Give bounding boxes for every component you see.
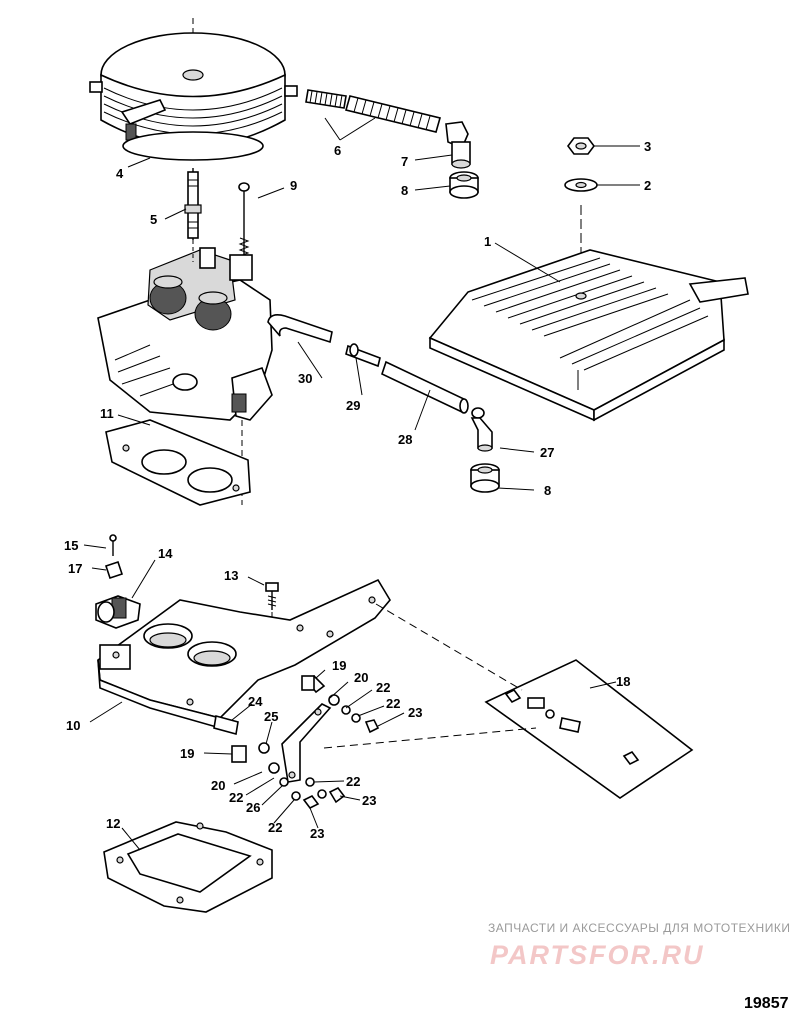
- callout-30: 30: [298, 371, 312, 386]
- callout-23-c: 23: [310, 826, 324, 841]
- sensor-assembly: [95, 534, 141, 629]
- callout-22-a: 22: [376, 680, 390, 695]
- callout-8-lower: 8: [544, 483, 551, 498]
- callout-27: 27: [540, 445, 554, 460]
- flame-arrestor-cover: [428, 249, 749, 422]
- callout-19-upper: 19: [332, 658, 346, 673]
- callout-13: 13: [224, 568, 238, 583]
- callout-19-lower: 19: [180, 746, 194, 761]
- callout-14: 14: [158, 546, 173, 561]
- grommet-upper: [449, 171, 479, 199]
- callout-12: 12: [106, 816, 120, 831]
- callout-labels: 1 2 3 4 5 6 7 8 8 9 10 11 12 13 14 15 17…: [64, 139, 651, 841]
- gasket-lower: [103, 821, 273, 913]
- callout-11: 11: [100, 406, 114, 421]
- callout-22-d: 22: [229, 790, 243, 805]
- callout-2: 2: [644, 178, 651, 193]
- callout-1: 1: [484, 234, 491, 249]
- screw-spring: [238, 182, 250, 262]
- linkage-assembly: [213, 675, 380, 810]
- callout-5: 5: [150, 212, 157, 227]
- figure-number: 19857: [744, 995, 789, 1012]
- callout-22-c: 22: [346, 774, 360, 789]
- callout-7: 7: [401, 154, 408, 169]
- adapter-plate: [97, 578, 391, 730]
- callout-24: 24: [248, 694, 263, 709]
- stud: [184, 168, 202, 240]
- callout-4: 4: [116, 166, 124, 181]
- leader-lines: [83, 117, 640, 851]
- callout-28: 28: [398, 432, 412, 447]
- callout-9: 9: [290, 178, 297, 193]
- callout-6: 6: [334, 143, 341, 158]
- callout-18: 18: [616, 674, 630, 689]
- callout-10: 10: [66, 718, 80, 733]
- callout-23-b: 23: [362, 793, 376, 808]
- air-filter-assembly: [89, 18, 298, 161]
- callout-29: 29: [346, 398, 360, 413]
- watermark-brand: PARTSFOR.RU: [490, 940, 705, 970]
- callout-26: 26: [246, 800, 260, 815]
- throttle-body: [97, 240, 273, 505]
- callout-22-b: 22: [386, 696, 400, 711]
- callout-22-e: 22: [268, 820, 282, 835]
- callout-8-upper: 8: [401, 183, 408, 198]
- nut-washer: [564, 137, 598, 290]
- hardware-kit: [323, 603, 694, 799]
- callout-23-a: 23: [408, 705, 422, 720]
- gasket-upper: [105, 419, 251, 506]
- callout-3: 3: [644, 139, 651, 154]
- grommet-lower: [470, 463, 500, 493]
- hose-assembly: [305, 89, 471, 169]
- watermark: ЗАПЧАСТИ И АКСЕССУАРЫ ДЛЯ МОТОТЕХНИКИ PA…: [488, 921, 790, 970]
- callout-20-upper: 20: [354, 670, 368, 685]
- vent-tube: [267, 314, 469, 414]
- callout-25: 25: [264, 709, 278, 724]
- callout-17: 17: [68, 561, 82, 576]
- watermark-tagline: ЗАПЧАСТИ И АКСЕССУАРЫ ДЛЯ МОТОТЕХНИКИ: [488, 921, 790, 935]
- elbow-fitting: [470, 407, 493, 452]
- callout-15: 15: [64, 538, 78, 553]
- callout-20-lower: 20: [211, 778, 225, 793]
